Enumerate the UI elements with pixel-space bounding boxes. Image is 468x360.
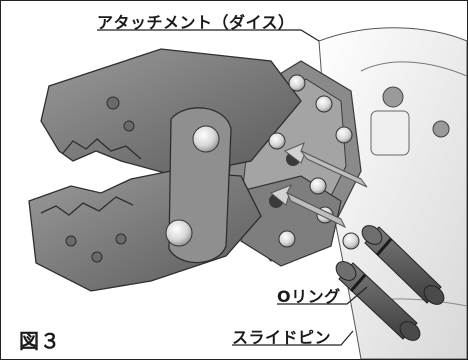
slide-pin-upper [361,225,445,305]
pivot-link [165,107,232,264]
attachment-leader [97,29,320,42]
leader-lines [97,29,368,346]
o-ring-leader [277,286,368,305]
attachment-label: アタッチメント（ダイス） [97,13,295,32]
slide-pin-lower [335,261,421,341]
o-ring-label: Oリング [277,287,341,306]
insert-arrows [270,142,368,229]
slide-pin-leader [232,330,354,346]
upper-die [40,48,302,177]
figure-caption: 図３ [19,329,61,353]
slide-pin-label: スライドピン [232,328,332,347]
